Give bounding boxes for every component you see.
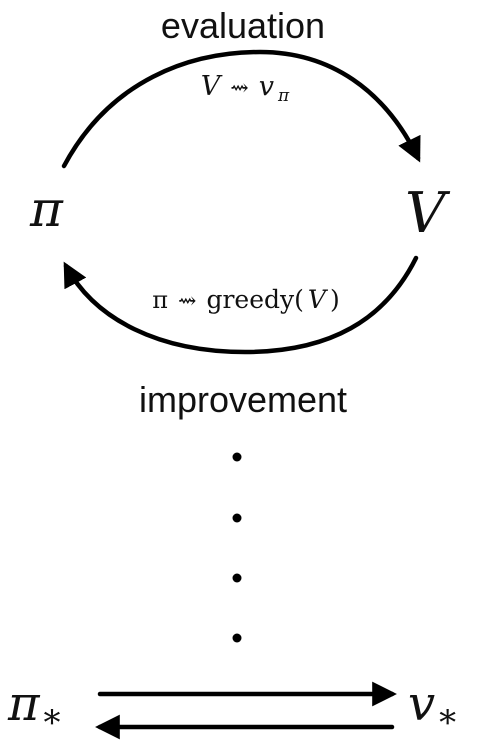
evaluation-formula-v: V bbox=[201, 71, 223, 102]
improvement-formula-arg: V bbox=[308, 285, 329, 314]
improvement-label: improvement bbox=[139, 379, 347, 420]
evaluation-formula: V ⇝ v π bbox=[201, 71, 290, 106]
optimal-value-sub: * bbox=[439, 703, 456, 743]
evaluation-formula-arrow: ⇝ bbox=[230, 76, 248, 101]
evaluation-formula-sub: π bbox=[277, 86, 290, 106]
optimal-policy-node: π * bbox=[7, 676, 61, 743]
optimal-policy-sub: * bbox=[44, 703, 61, 743]
improvement-arc-arrow bbox=[63, 255, 419, 355]
optimal-value-node: v * bbox=[408, 676, 456, 743]
value-node: V bbox=[405, 181, 451, 246]
ellipsis-dot bbox=[232, 633, 242, 643]
improvement-formula: π ⇝ greedy( V ) bbox=[152, 285, 339, 314]
optimal-value-symbol: v bbox=[408, 676, 435, 732]
evaluation-label: evaluation bbox=[161, 5, 325, 46]
improvement-formula-close: ) bbox=[330, 285, 340, 314]
ellipsis-dot bbox=[232, 513, 242, 523]
improvement-formula-pi: π bbox=[152, 286, 168, 314]
vertical-ellipsis-dots-icon bbox=[232, 452, 242, 643]
policy-node: π bbox=[29, 180, 64, 238]
ellipsis-dot bbox=[232, 573, 242, 583]
evaluation-formula-target: v bbox=[259, 71, 274, 102]
improvement-formula-fn: greedy( bbox=[206, 285, 303, 314]
improvement-formula-arrow: ⇝ bbox=[178, 289, 196, 314]
evaluation-arc-arrow bbox=[61, 49, 421, 169]
optimal-policy-symbol: π bbox=[7, 676, 41, 732]
ellipsis-dot bbox=[232, 452, 242, 462]
